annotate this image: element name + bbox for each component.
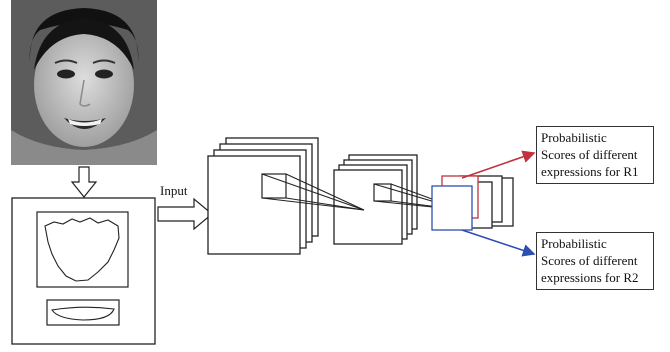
- conv-stack-1: [208, 138, 318, 254]
- input-label: Input: [160, 182, 187, 199]
- roi-panel: [12, 198, 155, 344]
- output-maps: [432, 176, 513, 230]
- arrow-r2: [462, 230, 534, 254]
- arrow-r1: [462, 153, 534, 178]
- conv-stack-2: [334, 155, 417, 244]
- score-label-r1: Probabilistic Scores of different expres…: [541, 129, 649, 180]
- down-arrow: [72, 167, 96, 197]
- score-label-r2: Probabilistic Scores of different expres…: [541, 235, 649, 286]
- score-box-r1: Probabilistic Scores of different expres…: [536, 126, 654, 184]
- roi-box-r2: [47, 300, 119, 325]
- input-arrow: [158, 199, 212, 229]
- face-photo: [11, 0, 157, 165]
- score-box-r2: Probabilistic Scores of different expres…: [536, 232, 654, 290]
